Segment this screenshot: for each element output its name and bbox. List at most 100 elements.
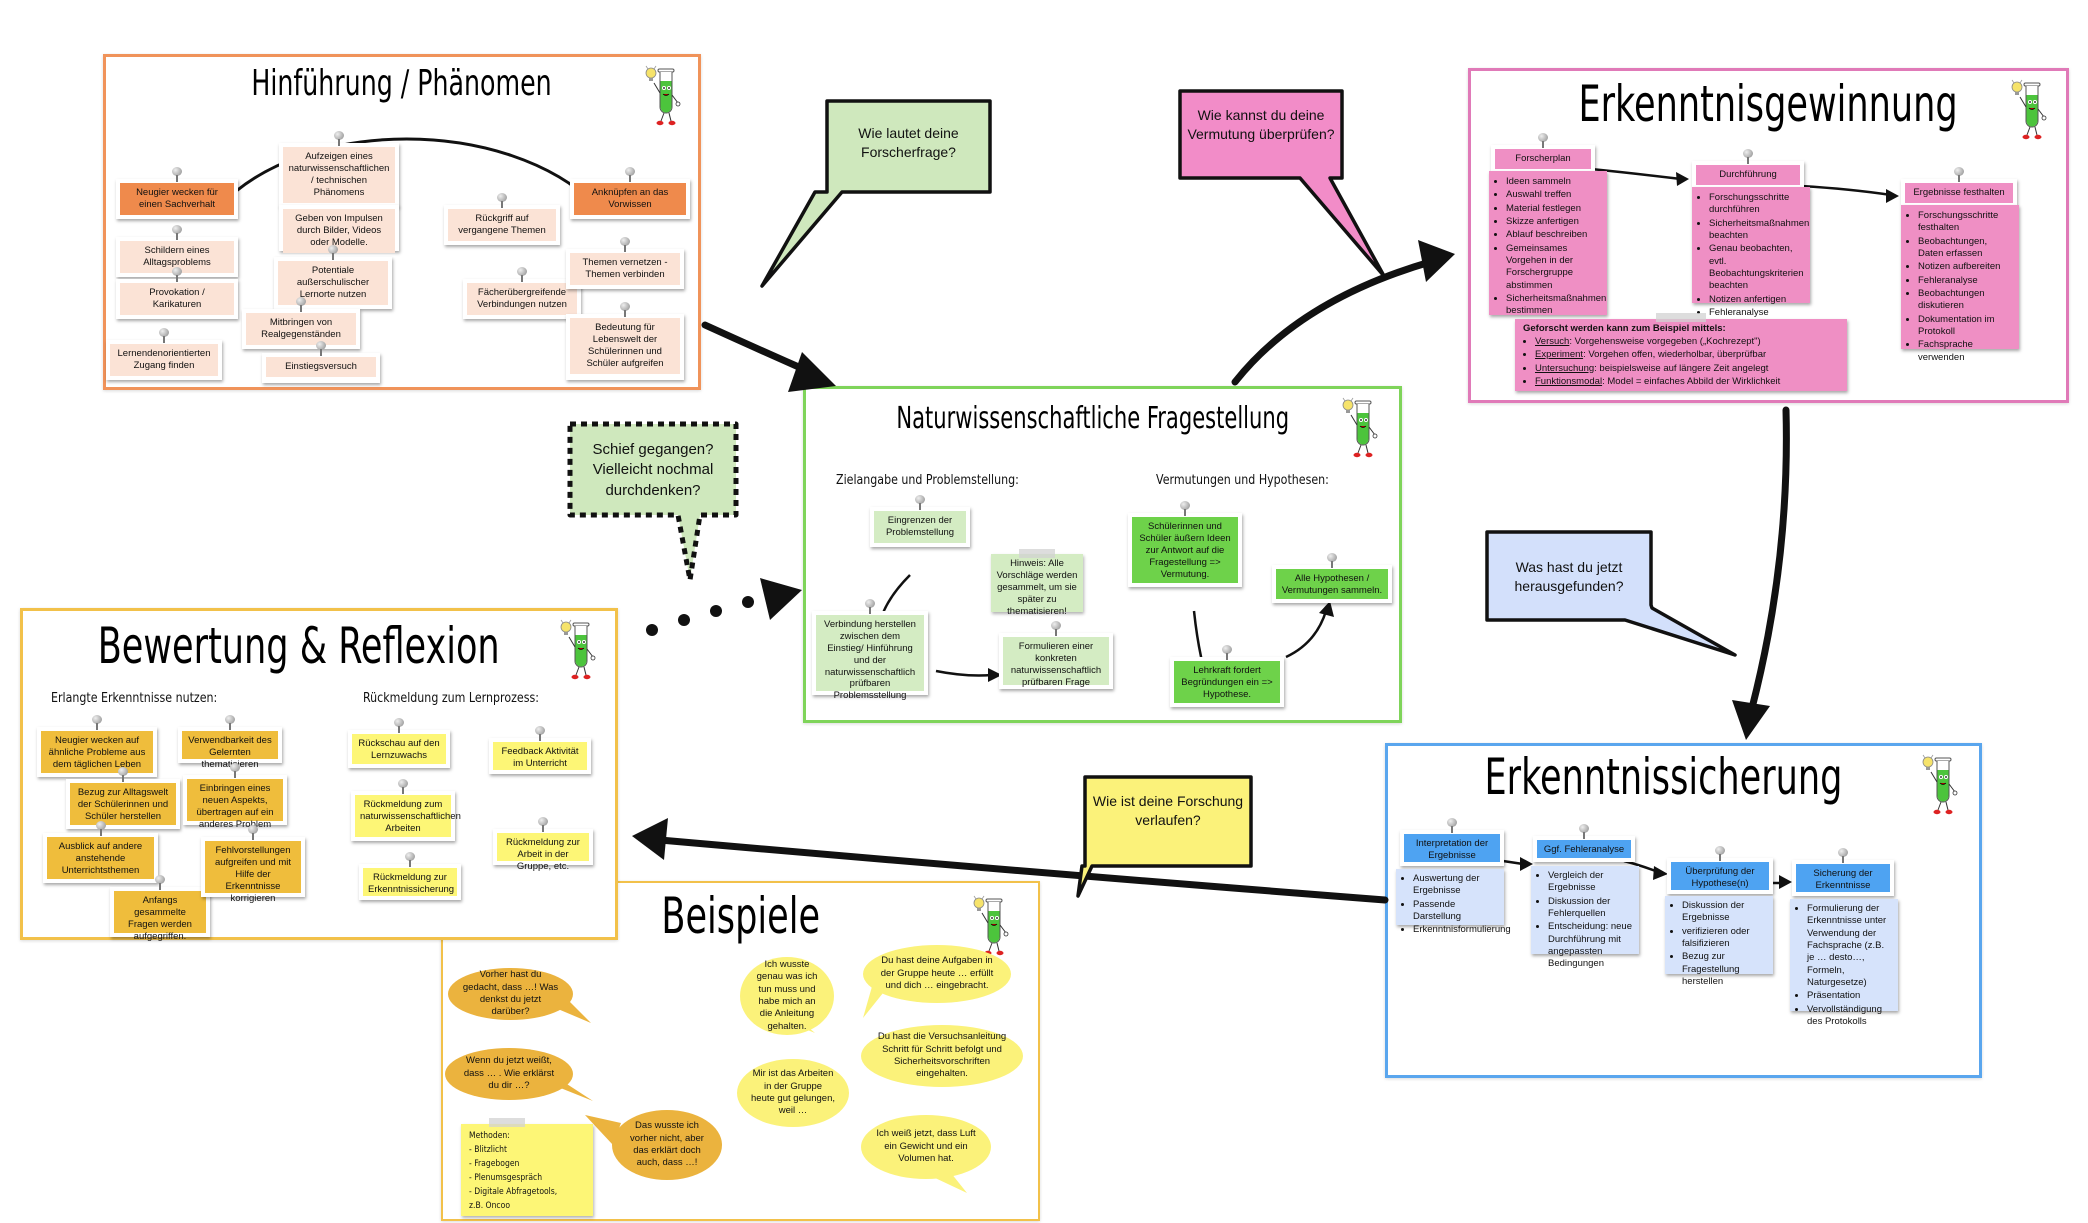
note: Aufzeigen eines naturwissenschaftlichen …: [283, 147, 395, 203]
note-card: Potentiale außerschulischer Lernorte nut…: [274, 245, 392, 309]
student-bubble: Ich wusste genau was ich tun muss und ha…: [740, 957, 834, 1035]
dotted-arrow: [646, 578, 802, 636]
step-list: Formulierung der Erkenntnisse unter Verw…: [1790, 899, 1898, 1027]
note-card: Einbringen eines neuen Aspekts, übertrag…: [183, 763, 287, 830]
bullet-item: Bezug zur Fragestellung herstellen: [1682, 951, 1767, 988]
bullet-list: Auswertung der ErgebnissePassende Darste…: [1402, 873, 1511, 937]
student-bubble: Ich weiß jetzt, dass Luft ein Gewicht un…: [861, 1115, 991, 1179]
note: Rückmeldung zur Erkenntnissicherung: [363, 868, 457, 896]
step-label: Interpretation der Ergebnisse: [1404, 834, 1500, 862]
panel-erkenntnissicherung: Erkenntnissicherung Interpretation der E…: [1385, 743, 1982, 1078]
bullet-item: Gemeinsames Vorgehen in der Forschergrup…: [1506, 243, 1601, 292]
note-card: Fehlvorstellungen aufgreifen und mit Hil…: [201, 825, 305, 904]
step-label: Überprüfung der Hypothese(n): [1671, 862, 1769, 890]
method-item: Experiment: Vorgehen offen, wiederholbar…: [1535, 349, 1839, 361]
panel-title: Hinführung / Phänomen: [251, 63, 553, 104]
note-card: Bezug zur Alltagswelt der Schülerinnen u…: [66, 767, 180, 829]
note-card: Anknüpfen an das Vorwissen: [570, 167, 690, 219]
bullet-item: Ideen sammeln: [1506, 176, 1601, 188]
bullet-item: Dokumentation im Protokoll: [1918, 314, 2013, 339]
note-card: Einstiegsversuch: [262, 341, 380, 383]
bullet-item: Formulierung der Erkenntnisse unter Verw…: [1807, 903, 1892, 989]
method-list: Versuch: Vorgehensweise vorgegeben („Koc…: [1523, 336, 1839, 388]
mascot-icon: [559, 617, 605, 683]
note: Formulieren einer konkreten naturwissens…: [1003, 637, 1109, 688]
note-card: Eingrenzen der Problemstellung: [870, 495, 970, 547]
note: Rückmeldung zum naturwissenschaftlichen …: [355, 795, 461, 837]
panel-hinfuehrung: Hinführung / Phänomen Neugier wecken für…: [103, 54, 701, 390]
note: Bedeutung für Lebenswelt der Schülerinne…: [570, 318, 680, 374]
bullet-item: Erkenntnisformulierung: [1413, 924, 1511, 936]
note-card: Rückschau auf den Lernzuwachs: [348, 718, 450, 768]
note-card: Rückmeldung zum naturwissenschaftlichen …: [351, 779, 461, 841]
student-bubble: Mir ist das Arbeiten in der Gruppe heute…: [737, 1059, 849, 1127]
step-list: Auswertung der ErgebnissePassende Darste…: [1396, 869, 1511, 935]
step-card: Ergebnisse festhalten: [1901, 167, 2017, 205]
bullet-item: Notizen anfertigen: [1709, 294, 1804, 306]
note: Alle Hypothesen / Vermutungen sammeln.: [1276, 569, 1388, 599]
student-bubble: Du hast die Versuchsanleitung Schritt fü…: [861, 1025, 1023, 1087]
callout-herausgefunden-text: Was hast du jetzt herausgefunden?: [1514, 559, 1624, 594]
note: Lernendenorientierten Zugang finden: [110, 344, 218, 376]
arrow-gewinnung-to-sicherung: [1748, 406, 1790, 712]
step-label: Forscherplan: [1495, 149, 1591, 169]
bullet-item: Fehleranalyse: [1709, 307, 1804, 319]
note: Ausblick auf andere anstehende Unterrich…: [47, 837, 154, 879]
note-card: Ausblick auf andere anstehende Unterrich…: [43, 821, 158, 883]
bullet-item: Passende Darstellung: [1413, 899, 1498, 924]
bullet-item: Präsentation: [1807, 990, 1892, 1002]
method-item: Versuch: Vorgehensweise vorgegeben („Koc…: [1535, 336, 1839, 348]
bullet-item: Skizze anfertigen: [1506, 216, 1601, 228]
note-card: Verbindung herstellen zwischen dem Einst…: [812, 599, 928, 701]
note: Fächerübergreifende Verbindungen nutzen: [467, 283, 577, 315]
note: Rückmeldung zur Arbeit in der Gruppe, et…: [497, 833, 589, 872]
bullet-item: Fehleranalyse: [1918, 275, 2013, 287]
step-list: Ideen sammelnAuswahl treffenMaterial fes…: [1489, 171, 1607, 318]
bullet-item: Forschungsschritte festhalten: [1918, 210, 2013, 235]
step-card: Forscherplan: [1491, 133, 1595, 171]
bullet-item: Vervollständigung des Protokolls: [1807, 1004, 1892, 1029]
step-label: Ergebnisse festhalten: [1905, 183, 2013, 203]
note-card: Rückgriff auf vergangene Themen: [444, 193, 560, 245]
note: Fehlvorstellungen aufgreifen und mit Hil…: [205, 841, 301, 904]
note: Potentiale außerschulischer Lernorte nut…: [278, 261, 388, 305]
callout-forschung-text: Wie ist deine Forschung verlaufen?: [1092, 793, 1244, 828]
arrowhead: [632, 818, 668, 860]
step-list: Forschungsschritte festhaltenBeobachtung…: [1901, 205, 2019, 363]
step-card: Überprüfung der Hypothese(n): [1667, 846, 1773, 894]
note-card: Rückmeldung zur Arbeit in der Gruppe, et…: [493, 817, 593, 872]
bullet-item: Material festlegen: [1506, 203, 1601, 215]
note: Provokation / Karikaturen: [120, 283, 234, 315]
method-item: Untersuchung: beispielsweise auf längere…: [1535, 363, 1839, 375]
method-item: - Digitale Abfragetools, z.B. Oncoo: [469, 1186, 558, 1211]
bullet-item: Diskussion der Ergebnisse: [1682, 900, 1767, 925]
note: Einstiegsversuch: [266, 357, 376, 377]
note-card: Aufzeigen eines naturwissenschaftlichen …: [279, 131, 399, 207]
note: Eingrenzen der Problemstellung: [874, 511, 966, 543]
bullet-list: Vergleich der ErgebnisseDiskussion der F…: [1537, 870, 1633, 971]
bullet-list: Formulierung der Erkenntnisse unter Verw…: [1796, 903, 1892, 1028]
step-card: Ggf. Fehleranalyse: [1533, 824, 1635, 862]
note: Themen vernetzen - Themen verbinden: [570, 253, 680, 285]
step-list: Diskussion der Ergebnisseverifizieren od…: [1665, 896, 1773, 987]
step-card: Durchführung: [1692, 149, 1804, 187]
section-heading: Vermutungen und Hypothesen:: [1156, 473, 1329, 488]
arrow-hinfuehrung-to-fragestellung: [701, 321, 814, 376]
step-card: Interpretation der Ergebnisse: [1400, 818, 1504, 866]
method-item: - Fragebogen: [469, 1158, 520, 1169]
bullet-item: Sicherheitsmaßnahmen bestimmen: [1506, 293, 1606, 318]
teacher-bubble: Das wusste ich vorher nicht, aber das er…: [612, 1110, 722, 1180]
note: Rückschau auf den Lernzuwachs: [352, 734, 446, 764]
method-item: Funktionsmodal: Model = einfaches Abbild…: [1535, 376, 1839, 388]
note: Geben von Impulsen durch Bilder, Videos …: [283, 209, 395, 253]
step-label: Ggf. Fehleranalyse: [1537, 840, 1631, 858]
panel-title: Erkenntnissicherung: [1484, 748, 1843, 806]
note-card: Neugier wecken für einen Sachverhalt: [116, 167, 238, 219]
note: Feedback Aktivität im Unterricht: [493, 742, 587, 770]
bullet-item: Vergleich der Ergebnisse: [1548, 870, 1633, 895]
note-card: Schülerinnen und Schüler äußern Ideen zu…: [1128, 501, 1242, 587]
note-card: Feedback Aktivität im Unterricht: [489, 726, 591, 774]
section-heading: Rückmeldung zum Lernprozess:: [363, 691, 539, 706]
section-heading: Zielangabe und Problemstellung:: [836, 473, 1019, 488]
note-card: Bedeutung für Lebenswelt der Schülerinne…: [566, 302, 684, 380]
